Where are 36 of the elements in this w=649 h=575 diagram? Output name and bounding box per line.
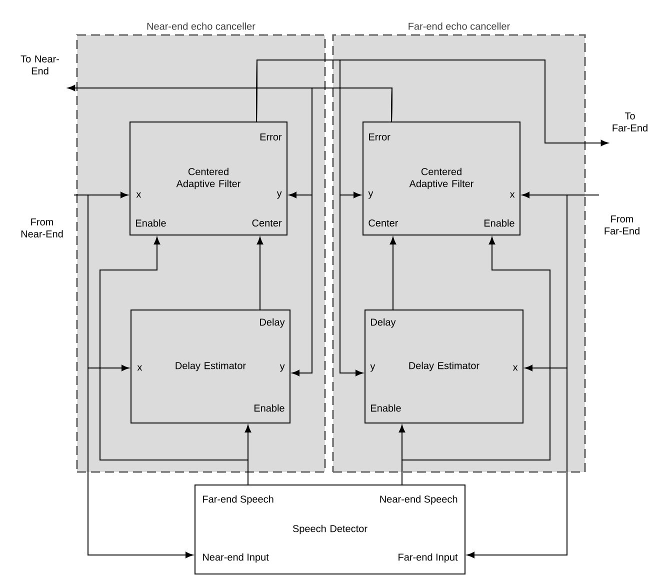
arrow [402,236,550,485]
port-label: Near-end Input [203,553,269,563]
group-title: Far-end echo canceller [408,22,510,30]
port-label: Delay [260,318,285,328]
port-label: x [510,192,515,198]
terminal-label: To Near-End [20,56,59,74]
port-label: Enable [136,219,166,227]
arrow [74,194,193,558]
port-label: Center [252,219,282,227]
arrow [256,236,264,310]
port-label: y [280,364,285,372]
port-label: Far-end Input [398,553,458,563]
terminal-label: From Near-End [21,218,63,238]
port-label: y [276,191,282,199]
arrow [390,236,396,310]
port-label: Far-end Speech [203,495,274,505]
arrow [256,60,363,376]
arrow [100,236,248,485]
port-label: Enable [484,219,514,227]
port-label: Center [368,219,398,227]
port-label: x [136,192,142,198]
port-label: x [512,365,518,371]
port-label: Delay [371,318,396,328]
port-label: Error [260,134,282,140]
port-label: Enable [371,404,401,412]
port-label: y [368,191,374,199]
terminal-label: From Far-End [604,216,640,234]
port-label: Error [369,134,390,140]
port-label: y [370,364,376,372]
port-label: Enable [254,404,284,412]
terminal-label: To Far-End [612,112,648,132]
port-label: x [137,365,142,371]
arrow [467,194,600,558]
arrow [292,88,392,376]
group-title: Near-end echo canceller [147,22,256,30]
port-label: Near-end Speech [380,495,458,505]
